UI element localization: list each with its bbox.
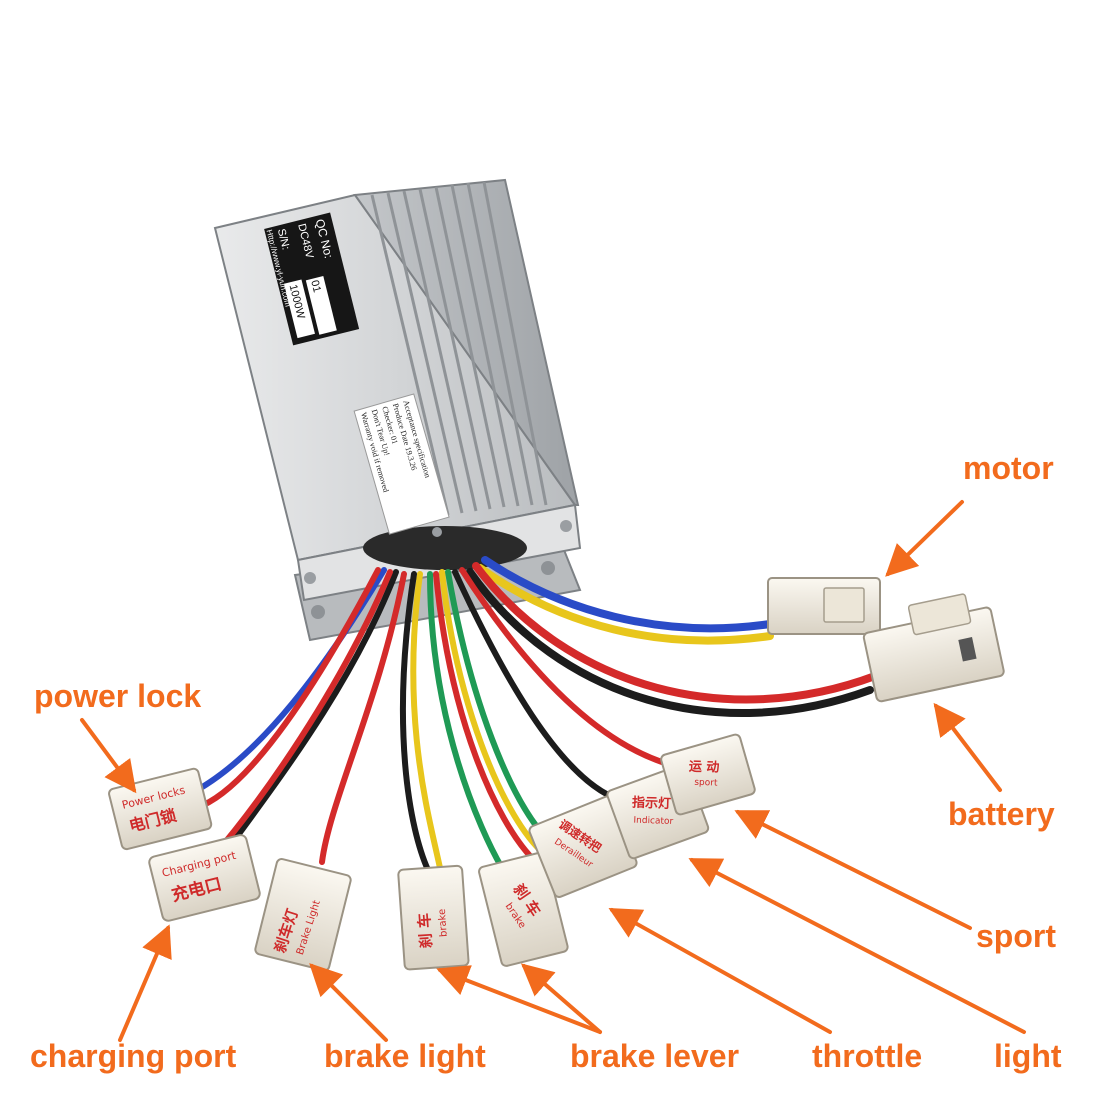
throttle-wire-green bbox=[445, 569, 551, 843]
motor-connector bbox=[767, 577, 881, 635]
sport-arrow bbox=[734, 810, 972, 930]
callout-battery: battery bbox=[948, 796, 1055, 832]
motor-wire-blue bbox=[481, 556, 774, 633]
brake1-cn: 刹 车 bbox=[415, 912, 435, 948]
charging-wire-red bbox=[209, 569, 393, 861]
brake1-en: brake bbox=[437, 908, 450, 937]
indicator-wire bbox=[452, 569, 623, 803]
battery-arrow bbox=[933, 702, 1002, 792]
indicator-en: Indicator bbox=[633, 816, 673, 827]
motor-arrow bbox=[885, 500, 964, 577]
sport-cn: 运 动 bbox=[689, 760, 720, 776]
sport-en: sport bbox=[694, 778, 718, 789]
wiring-harness bbox=[183, 556, 879, 873]
callout-charging-port: charging port bbox=[30, 1038, 237, 1074]
brake-lever-arrow-1 bbox=[436, 965, 602, 1034]
sport-wire bbox=[459, 567, 671, 767]
throttle-arrow bbox=[608, 908, 832, 1034]
battery-wire-red bbox=[472, 562, 879, 704]
charging-port-arrow bbox=[118, 924, 172, 1042]
wire-grommet bbox=[363, 526, 527, 570]
brake-connector-1: 刹 车 brake bbox=[397, 864, 470, 971]
brake1-wire-yellow bbox=[410, 571, 443, 871]
callout-motor: motor bbox=[963, 450, 1054, 486]
screw-icon bbox=[541, 561, 555, 575]
brake2-wire bbox=[427, 571, 505, 871]
callout-brake-light: brake light bbox=[324, 1038, 486, 1074]
power-lock-connector: Power locks 电门锁 bbox=[108, 767, 213, 851]
charging-connector: Charging port 充电口 bbox=[148, 834, 261, 922]
motor-wire-yellow bbox=[476, 564, 774, 645]
screw-icon bbox=[432, 527, 442, 537]
powerlock-wire-red bbox=[193, 567, 381, 811]
spec-label: QC No: 01 DC48V S/N: 1000W Http://www.yl… bbox=[264, 212, 360, 346]
battery-connector bbox=[862, 593, 1005, 703]
callout-brake-lever: brake lever bbox=[570, 1038, 740, 1074]
light-arrow bbox=[688, 858, 1026, 1034]
sn-label: S/N: bbox=[275, 228, 292, 252]
battery-wire-black bbox=[466, 568, 874, 718]
brake-lever-arrow-2 bbox=[520, 963, 602, 1034]
brakelight-wire bbox=[319, 571, 407, 865]
brake-light-arrow bbox=[309, 963, 388, 1042]
callout-power-lock: power lock bbox=[34, 678, 202, 714]
charging-wire-black bbox=[217, 569, 399, 863]
screw-icon bbox=[311, 605, 325, 619]
heat-fins bbox=[370, 181, 548, 516]
callout-light: light bbox=[994, 1038, 1062, 1074]
brake-light-connector: 刹车灯 Brake Light bbox=[254, 858, 352, 972]
indicator-cn: 指示灯 bbox=[632, 795, 672, 812]
warranty-sticker: Acceptance specification Produce Date 19… bbox=[353, 393, 450, 535]
throttle-wire-red bbox=[433, 571, 535, 861]
brake-connector-2: 刹 车 brake bbox=[478, 851, 569, 967]
brake1-wire-black bbox=[399, 571, 431, 873]
screw-icon bbox=[560, 520, 572, 532]
throttle-wire-yellow bbox=[439, 569, 543, 853]
screw-icon bbox=[304, 572, 316, 584]
controller-housing: QC No: 01 DC48V S/N: 1000W Http://www.yl… bbox=[213, 178, 582, 642]
qc-value: 01 bbox=[308, 279, 323, 294]
sport-connector: 运 动 sport bbox=[660, 733, 756, 816]
callout-arrows bbox=[80, 500, 1026, 1042]
power-lock-arrow bbox=[80, 718, 137, 794]
callout-sport: sport bbox=[976, 918, 1056, 954]
callout-throttle: throttle bbox=[812, 1038, 923, 1074]
